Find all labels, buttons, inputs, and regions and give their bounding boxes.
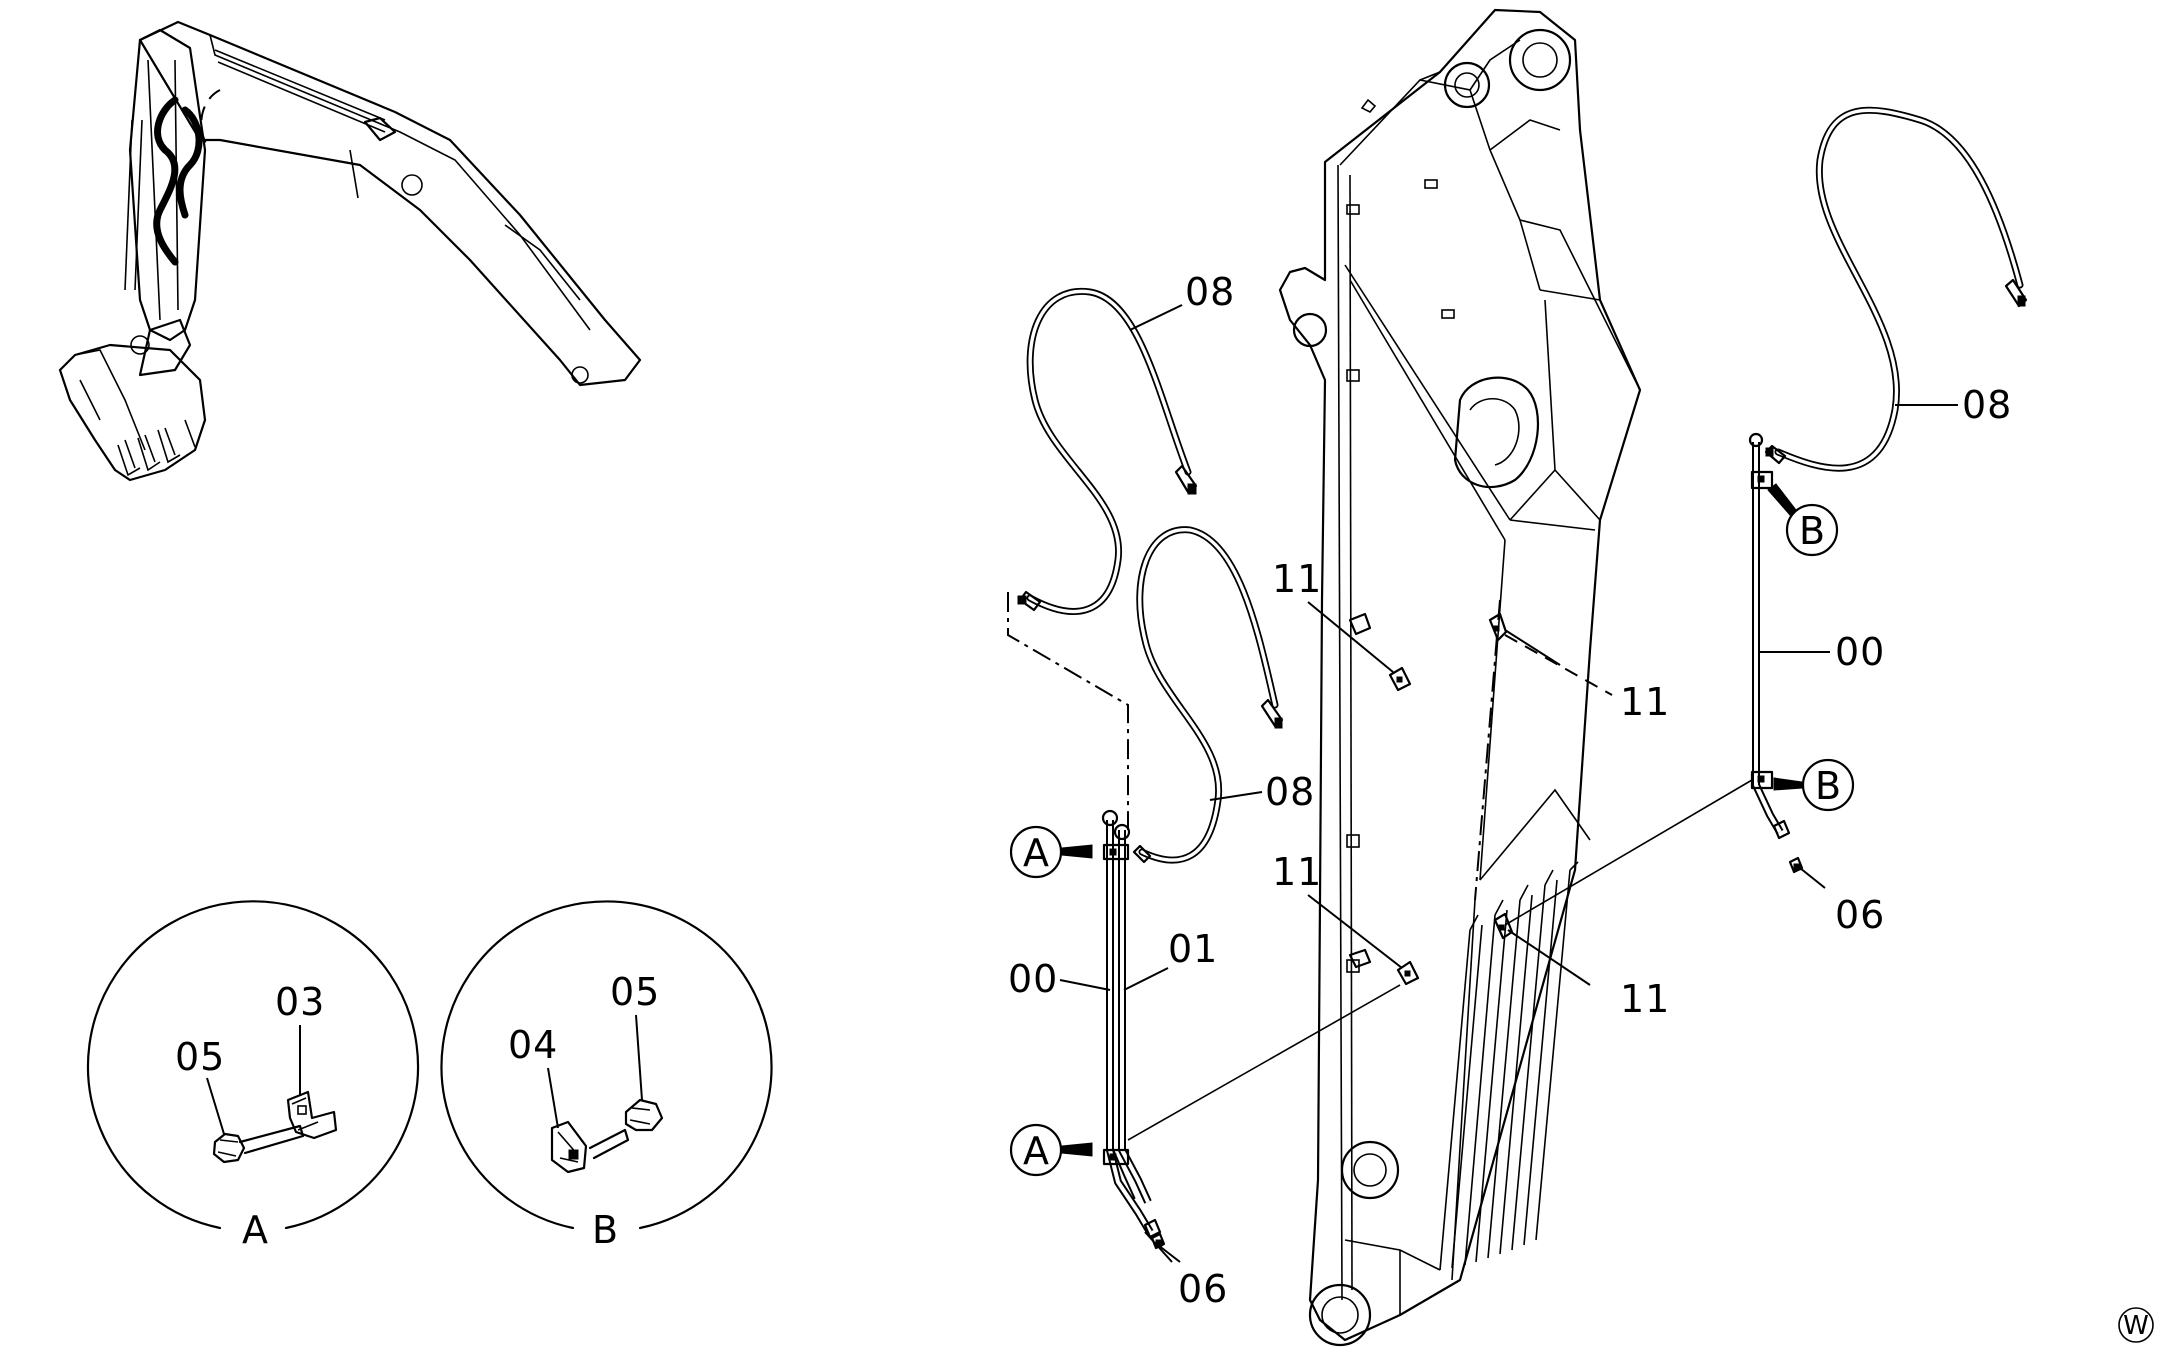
detail-a-clamp (286, 1090, 338, 1140)
detail-b-bolt (588, 1098, 664, 1160)
svg-text:A: A (1023, 831, 1049, 875)
arm-clamp-lower-right (1493, 912, 1514, 940)
callout-hose-right: 08 (1962, 383, 2012, 427)
overview-excavator-front (58, 20, 642, 482)
hose-left-lower (1132, 526, 1284, 864)
callout-hose-left-lower: 08 (1265, 770, 1315, 814)
detail-ref-a-lower: A (1009, 1123, 1093, 1177)
callout-hose-left-upper: 08 (1185, 270, 1235, 314)
detail-b-label: B (592, 1208, 618, 1252)
detail-a-bolt (212, 1124, 305, 1164)
svg-text:B: B (1815, 764, 1841, 808)
svg-text:A: A (1023, 1129, 1049, 1173)
callout-fitting-right: 06 (1835, 893, 1885, 937)
detail-b-bolt-callout: 05 (610, 970, 660, 1014)
pipe-left-pair (1101, 809, 1166, 1250)
corner-mark: W (2118, 1307, 2154, 1343)
callout-clamp-upper-right: 11 (1620, 680, 1670, 724)
hose-right (1764, 106, 2028, 472)
detail-b-nut-callout: 04 (508, 1023, 558, 1067)
detail-ref-b-upper: B (1767, 483, 1839, 557)
svg-text:B: B (1799, 509, 1825, 553)
loose-clamp-upper (1307, 601, 1412, 692)
hose-left-upper (1017, 287, 1198, 615)
detail-b-circle (440, 900, 773, 1230)
callout-fitting-left: 06 (1178, 1267, 1228, 1311)
callout-clamp-lower-right: 11 (1620, 977, 1670, 1021)
svg-text:W: W (2123, 1311, 2149, 1341)
detail-a-clamp-callout: 03 (275, 980, 325, 1024)
detail-a-bolt-callout: 05 (175, 1035, 225, 1079)
callout-pipe-right: 00 (1835, 630, 1885, 674)
callout-pipe-left-inner: 01 (1168, 927, 1218, 971)
callout-clamp-upper-left: 11 (1272, 557, 1322, 601)
callout-clamp-lower-left: 11 (1272, 850, 1322, 894)
arm-assembly (1278, 8, 1642, 1347)
detail-b: B 04 05 (440, 900, 773, 1252)
detail-a: A 05 03 (86, 900, 420, 1252)
detail-b-nut-clamp (550, 1120, 588, 1174)
detail-a-circle (86, 900, 420, 1230)
loose-clamp-lower (1307, 894, 1420, 986)
detail-a-label: A (242, 1208, 268, 1252)
arm-clamp-upper-right (1488, 612, 1508, 642)
detail-ref-a-upper: A (1009, 825, 1093, 879)
detail-ref-b-lower: B (1773, 758, 1855, 812)
callout-pipe-left-outer: 00 (1008, 957, 1058, 1001)
